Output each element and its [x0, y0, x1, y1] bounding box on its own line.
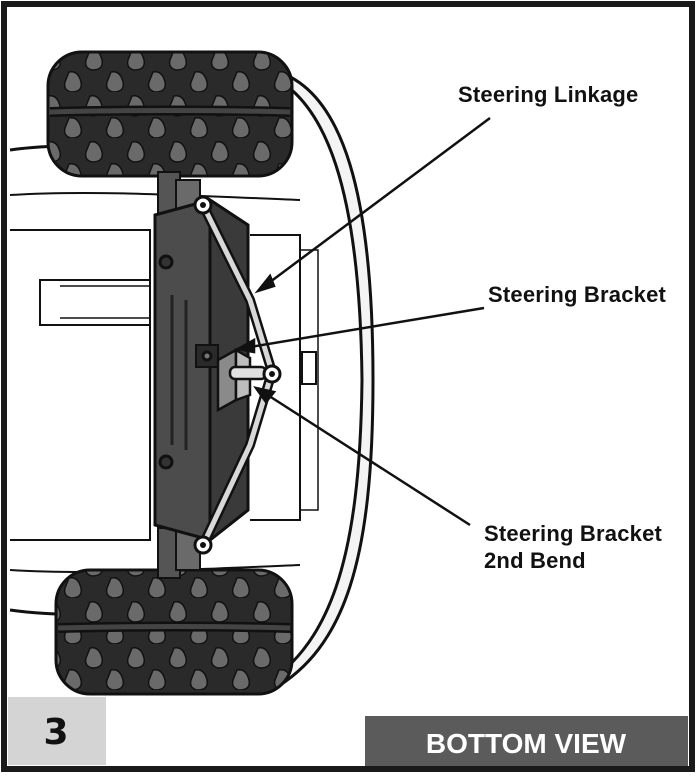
- label-bracket-bend-line1: Steering Bracket: [484, 521, 663, 546]
- arrowhead: [253, 386, 277, 405]
- label-steering-linkage: Steering Linkage: [458, 82, 638, 107]
- label-steering-bracket: Steering Bracket: [488, 282, 667, 307]
- steering-bracket: [216, 347, 268, 413]
- rear-tire: [54, 568, 294, 696]
- steering-linkage: [193, 195, 282, 555]
- view-label-box: [365, 716, 688, 766]
- label-bracket-bend-line2: 2nd Bend: [484, 548, 586, 573]
- step-number: 3: [43, 712, 68, 753]
- arrowhead: [234, 337, 256, 354]
- vehicle-body: [9, 68, 375, 692]
- arrowhead: [254, 273, 276, 294]
- view-label: BOTTOM VIEW: [426, 728, 627, 759]
- front-tire: [46, 50, 294, 178]
- leader-lines: [234, 116, 491, 527]
- step-badge: [8, 697, 106, 765]
